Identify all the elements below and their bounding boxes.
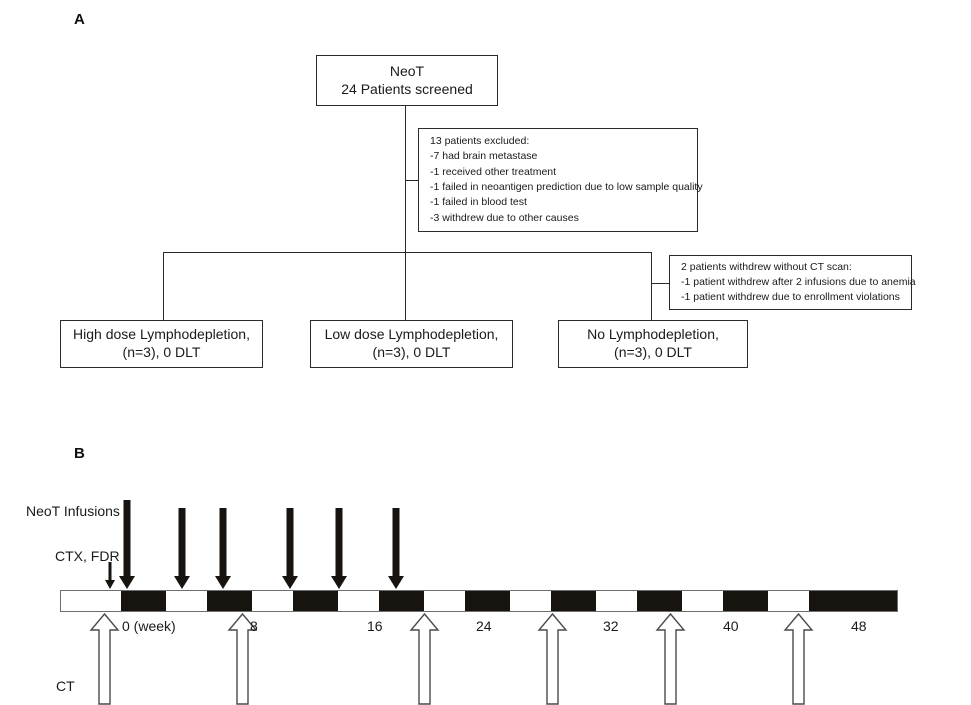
arm-high-line-0: High dose Lymphodepletion, [73, 326, 250, 343]
infusion-arrow-icon [282, 508, 298, 589]
infusion-arrow-icon [388, 508, 404, 589]
withdrew-line-1: -1 patient withdrew after 2 infusions du… [681, 275, 916, 288]
tick-label-week-32: 32 [603, 618, 619, 634]
arm-high-line-1: (n=3), 0 DLT [122, 344, 201, 360]
arm-none-line-0: No Lymphodepletion, [587, 326, 719, 343]
excluded-line-0: 13 patients excluded: [430, 135, 530, 148]
infusion-arrow-icon [331, 508, 347, 589]
timeline-block [293, 591, 338, 611]
ct-scan-arrow-icon [537, 612, 568, 705]
arm-low-line-1: (n=3), 0 DLT [372, 344, 451, 360]
label-neot-infusions: NeoT Infusions [26, 503, 120, 519]
connector-drop-no-depletion [651, 252, 653, 320]
label-ctx-fdr: CTX, FDR [55, 548, 120, 564]
excluded-line-1: -7 had brain metastase [430, 150, 538, 163]
connector-drop-low-dose [405, 252, 407, 320]
timeline-block [379, 591, 424, 611]
tick-label-week-48: 48 [851, 618, 867, 634]
connector-drop-high-dose [163, 252, 165, 320]
connector-to-withdrew [651, 283, 670, 285]
ct-scan-arrow-icon [227, 612, 258, 705]
panel-label-a: A [74, 11, 86, 28]
withdrew-line-0: 2 patients withdrew without CT scan: [681, 260, 852, 273]
conditioning-arrow-icon [104, 562, 116, 589]
excluded-line-4: -1 failed in blood test [430, 196, 527, 209]
withdrew-line-2: -1 patient withdrew due to enrollment vi… [681, 291, 900, 304]
infusion-arrow-icon [174, 508, 190, 589]
ct-scan-arrow-icon [783, 612, 814, 705]
excluded-line-3: -1 failed in neoantigen prediction due t… [430, 181, 703, 193]
infusion-arrow-icon [119, 500, 135, 589]
infusion-arrow-icon [215, 508, 231, 589]
timeline-block [551, 591, 596, 611]
arm-low-line-0: Low dose Lymphodepletion, [324, 326, 499, 343]
panel-label-b: B [74, 445, 86, 462]
excluded-line-5: -3 withdrew due to other causes [430, 211, 579, 224]
timeline-block [121, 591, 166, 611]
root-line-0: NeoT [389, 62, 425, 79]
flowchart-box-arm-low-dose: Low dose Lymphodepletion, (n=3), 0 DLT [310, 320, 513, 368]
timeline-block [723, 591, 768, 611]
timeline-block [809, 591, 897, 611]
connector-split-bar [163, 252, 652, 254]
flowchart-box-root: NeoT 24 Patients screened [316, 55, 498, 106]
connector-to-excluded [405, 180, 419, 182]
excluded-line-2: -1 received other treatment [430, 165, 557, 178]
flowchart-box-excluded: 13 patients excluded: -7 had brain metas… [418, 128, 703, 232]
timeline-block [207, 591, 252, 611]
root-line-1: 24 Patients screened [341, 80, 473, 97]
tick-label-week-16: 16 [367, 618, 383, 634]
arm-none-line-1: (n=3), 0 DLT [614, 344, 692, 360]
tick-label-week-40: 40 [723, 618, 739, 634]
tick-label-week-0: 0 (week) [122, 618, 176, 634]
timeline-bar [60, 590, 898, 612]
ct-scan-arrow-icon [409, 612, 440, 705]
ct-scan-arrow-icon [89, 612, 120, 705]
connector-root-trunk [405, 106, 407, 253]
flowchart-box-withdrew-no-ct: 2 patients withdrew without CT scan: -1 … [669, 255, 916, 310]
tick-label-week-24: 24 [476, 618, 492, 634]
flowchart-box-arm-high-dose: High dose Lymphodepletion, (n=3), 0 DLT [60, 320, 263, 368]
timeline-block [637, 591, 682, 611]
flowchart-box-arm-no-depletion: No Lymphodepletion, (n=3), 0 DLT [558, 320, 748, 368]
ct-scan-arrow-icon [655, 612, 686, 705]
tick-label-week-8: 8 [250, 618, 258, 634]
timeline-block [465, 591, 510, 611]
label-ct: CT [56, 678, 75, 694]
